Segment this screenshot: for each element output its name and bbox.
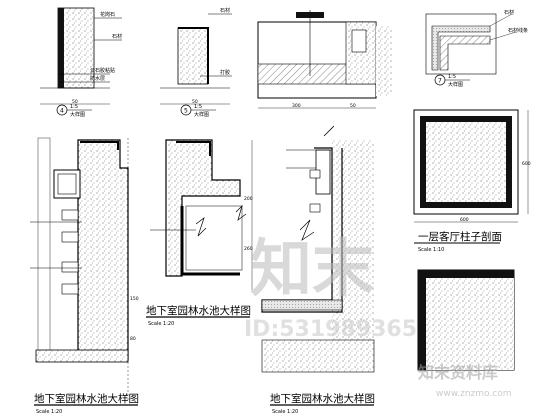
svg-text:600: 600 <box>460 217 469 223</box>
d1-label-c: 云石胶粘贴 <box>90 67 115 74</box>
detail-marker-4-sheet: 大样图 <box>70 111 85 118</box>
d2-label-a: 石材 <box>220 7 230 14</box>
svg-text:50: 50 <box>350 103 356 109</box>
detail-4-section: 石材 石材线条 7 1:5 大样图 <box>425 9 528 88</box>
detail-2-section: 石材 打胶 50 5 1:5 大样图 <box>160 7 232 118</box>
detail-3-section: 300 50 <box>257 10 392 109</box>
detail-marker-4-scale: 1:5 <box>70 104 78 110</box>
detail-marker-7-no: 7 <box>438 78 442 85</box>
d4-label-b: 石材线条 <box>508 27 528 34</box>
svg-text:300: 300 <box>292 103 301 109</box>
detail-1-section: 花岗石 石材 云石胶粘贴 防水层 50 4 1:5 大样图 <box>40 7 122 118</box>
pool-detail-bottom: 地下室园林水池大样图 Scale 1:20 <box>261 125 375 415</box>
column-section: 600 600 一层客厅柱子剖面 Scale 1:10 <box>413 109 531 371</box>
watermark-layer: 知末 ID:531989365 知末资料库 www.znzmo.com <box>244 232 511 399</box>
svg-text:80: 80 <box>130 336 136 342</box>
detail-marker-5-scale: 1:5 <box>194 104 202 110</box>
title-column: 一层客厅柱子剖面 <box>418 230 502 243</box>
watermark-logo: 知末 <box>250 232 374 305</box>
detail-marker-4-no: 4 <box>60 108 64 115</box>
svg-text:200: 200 <box>244 196 253 202</box>
scale-middle: Scale 1:20 <box>148 321 174 327</box>
watermark-brand: 知末资料库 <box>418 363 498 382</box>
scale-column: Scale 1:10 <box>418 247 444 253</box>
d4-label-a: 石材 <box>504 9 514 16</box>
detail-marker-7-sheet: 大样图 <box>448 81 463 88</box>
d1-label-d: 防水层 <box>90 75 105 82</box>
watermark-id: ID:531989365 <box>244 317 417 342</box>
d1-label-a: 花岗石 <box>100 11 115 18</box>
title-left: 地下室园林水池大样图 <box>34 392 139 405</box>
pool-detail-left: 150 80 地下室园林水池大样图 Scale 1:20 <box>30 137 139 415</box>
scale-bottom: Scale 1:20 <box>272 409 298 415</box>
svg-text:600: 600 <box>522 161 531 167</box>
svg-text:50: 50 <box>72 99 78 105</box>
watermark-site: www.znzmo.com <box>436 389 511 399</box>
d2-label-b: 打胶 <box>220 69 230 76</box>
svg-text:150: 150 <box>130 296 139 302</box>
title-bottom: 地下室园林水池大样图 <box>270 392 375 405</box>
svg-text:260: 260 <box>244 246 253 252</box>
scale-left: Scale 1:20 <box>36 409 62 415</box>
detail-marker-5-no: 5 <box>184 108 188 115</box>
d1-label-b: 石材 <box>112 33 122 40</box>
detail-marker-7-scale: 1:5 <box>448 74 456 80</box>
title-middle: 地下室园林水池大样图 <box>146 304 251 317</box>
pool-detail-middle: 200 260 地下室园林水池大样图 Scale 1:20 <box>146 139 253 327</box>
svg-text:50: 50 <box>192 99 198 105</box>
detail-marker-5-sheet: 大样图 <box>194 111 209 118</box>
